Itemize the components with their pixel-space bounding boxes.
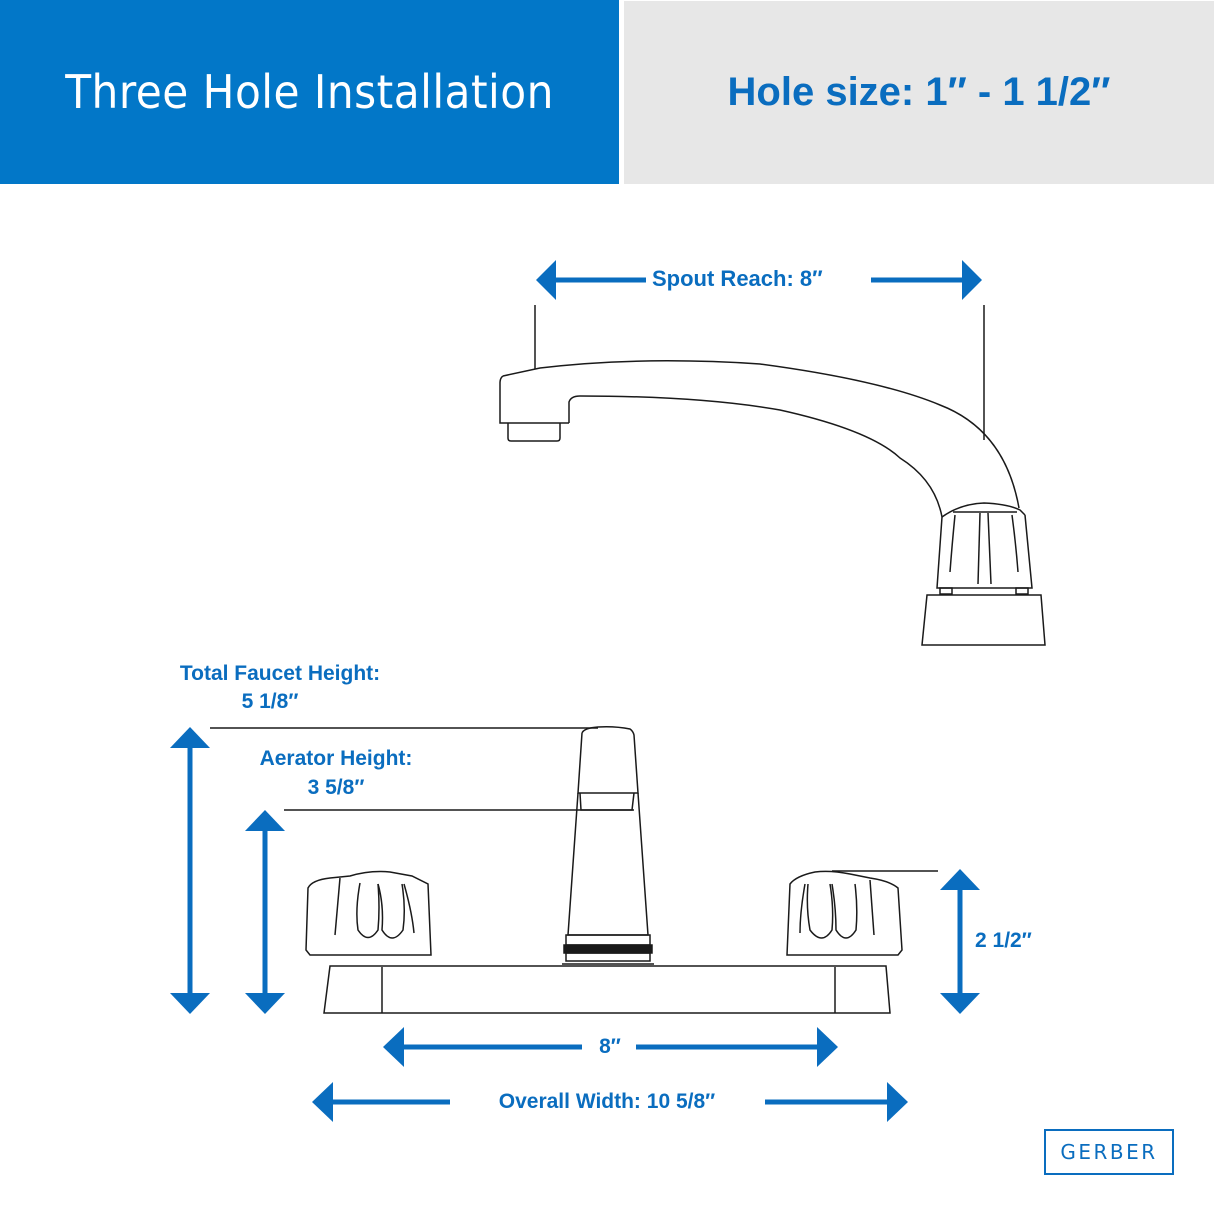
total-height-dimension [170, 727, 210, 1014]
arrow-left-icon [383, 1027, 404, 1067]
gerber-logo: GERBER [1044, 1129, 1174, 1175]
handle-height-dimension [940, 869, 980, 1014]
center-spacing-dimension [383, 1027, 838, 1067]
logo-text: GERBER [1060, 1140, 1158, 1164]
total-height-value: 5 1/8″ [150, 690, 390, 714]
hole-size-text: Hole size: 1″ - 1 1/2″ [727, 70, 1111, 114]
arrow-down-icon [170, 993, 210, 1014]
arrow-left-icon [312, 1082, 333, 1122]
front-view-faucet [210, 726, 938, 1014]
handle-height-value: 2 1/2″ [975, 929, 1032, 953]
total-height-label: Total Faucet Height: [150, 662, 410, 686]
center-spacing-label: 8″ [588, 1035, 632, 1059]
arrow-right-icon [887, 1082, 908, 1122]
page-title: Three Hole Installation [65, 65, 554, 119]
overall-width-dimension [312, 1082, 908, 1122]
spout-reach-dimension [536, 260, 982, 300]
aerator-height-label: Aerator Height: [236, 747, 436, 771]
arrow-left-icon [536, 260, 556, 300]
header-title-panel: Three Hole Installation [0, 0, 619, 184]
arrow-down-icon [245, 993, 285, 1014]
arrow-up-icon [245, 810, 285, 831]
hole-size-panel: Hole size: 1″ - 1 1/2″ [624, 1, 1214, 184]
arrow-down-icon [940, 993, 980, 1014]
aerator-height-dimension [245, 810, 285, 1014]
aerator-height-value: 3 5/8″ [236, 776, 436, 800]
side-view-faucet [499, 305, 1046, 646]
arrow-right-icon [962, 260, 982, 300]
arrow-up-icon [170, 727, 210, 748]
arrow-up-icon [940, 869, 980, 890]
arrow-right-icon [817, 1027, 838, 1067]
spout-reach-label: Spout Reach: 8″ [652, 266, 823, 291]
overall-width-label: Overall Width: 10 5/8″ [456, 1090, 758, 1114]
